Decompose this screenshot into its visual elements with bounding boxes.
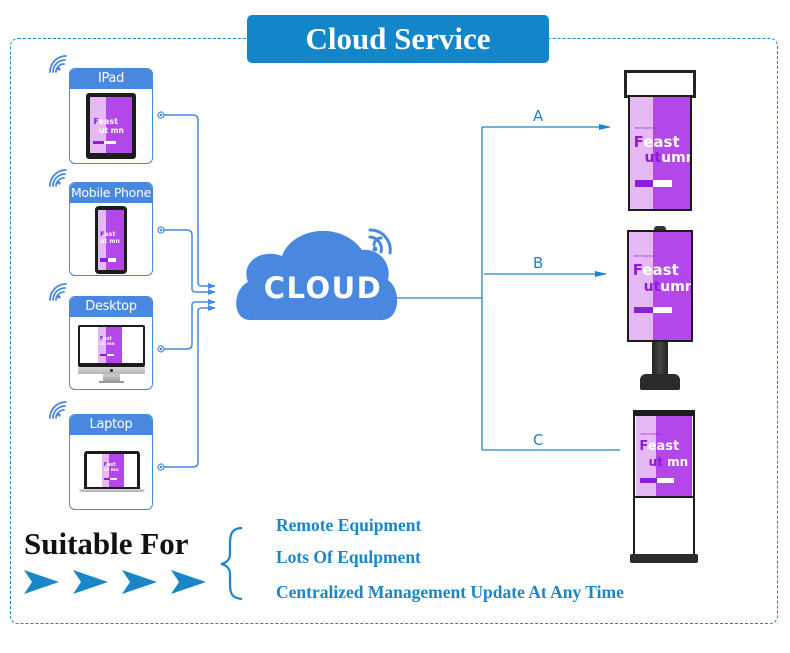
wifi-icon (49, 401, 67, 419)
wifi-icon (49, 283, 67, 301)
benefit-item: Centralized Management Update At Any Tim… (276, 582, 624, 602)
suitable-for-title: Suitable For (24, 526, 189, 561)
wifi-icon (49, 169, 67, 187)
branch-label-a: A (533, 107, 544, 125)
chevron-right-icon (24, 570, 59, 594)
display-b: NEW FASHION Feast Autumn (624, 226, 696, 392)
cloud-wifi-icon (368, 228, 392, 255)
wifi-icon (49, 55, 67, 73)
branch-label-b: B (533, 254, 544, 272)
source-label: IPad (70, 69, 152, 89)
source-card-phone: Mobile Phone Fast ut mn (69, 182, 153, 276)
source-card-laptop: Laptop Fast ut mn (69, 414, 153, 510)
brace-icon (220, 526, 243, 601)
source-label: Mobile Phone (70, 183, 152, 203)
source-label: Laptop (70, 415, 152, 435)
source-card-ipad: IPad Feast Aut mn (69, 68, 153, 164)
chevron-right-icon (122, 570, 157, 594)
benefit-item: Remote Equipment (276, 515, 422, 535)
connector-phone (161, 229, 216, 295)
display-c: NEW FASHION Feast Aut mn (630, 410, 698, 563)
title-banner: Cloud Service (247, 15, 549, 63)
display-a: NEW FASHION Feast Autumn (624, 70, 696, 211)
source-card-desktop: Desktop Fast ut mn (69, 296, 153, 390)
chevron-right-icon (171, 570, 206, 594)
connector-laptop (161, 305, 216, 468)
connector-ipad (161, 114, 216, 289)
branch-label-c: C (533, 431, 544, 449)
connector-desktop (161, 299, 216, 350)
chevron-right-icon (73, 570, 108, 594)
source-label: Desktop (70, 297, 152, 317)
page-title: Cloud Service (305, 21, 491, 56)
cloud-label: CLOUD (263, 271, 383, 305)
benefit-item: Lots Of Equlpment (276, 547, 421, 567)
